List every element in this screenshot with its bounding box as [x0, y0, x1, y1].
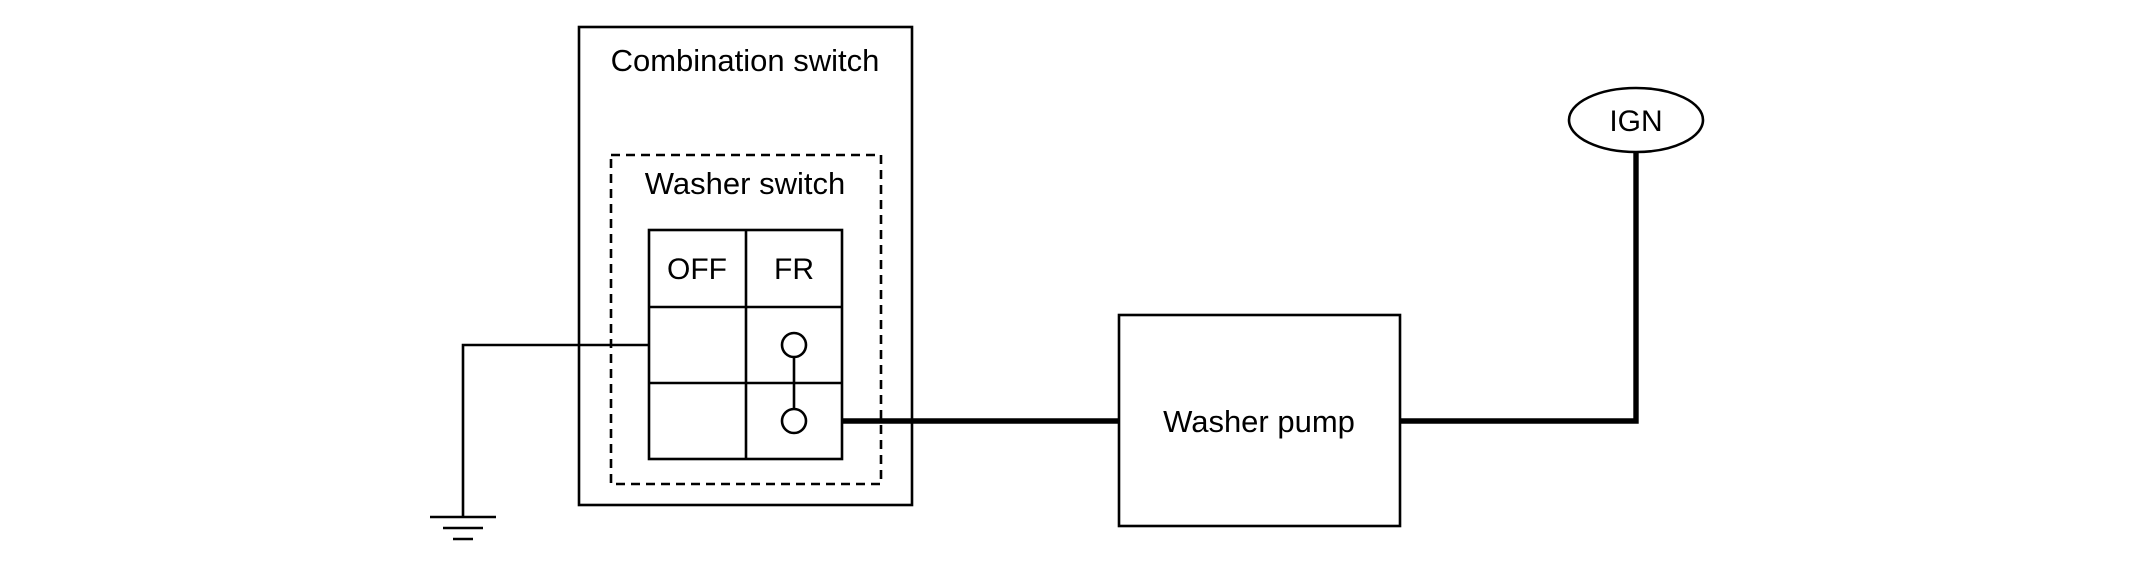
ground-circuit — [430, 343, 649, 541]
combination-switch: Combination switch — [577, 25, 914, 507]
ign-label: IGN — [1609, 105, 1662, 138]
ign-ellipse — [1567, 86, 1705, 154]
washer-switch: Washer switch OFF FR — [609, 153, 883, 486]
ground-icon — [430, 515, 496, 541]
ground-wire — [461, 343, 649, 517]
washer-switch-label: Washer switch — [645, 166, 845, 201]
combination-switch-label: Combination switch — [611, 43, 880, 78]
switch-position-off: OFF — [667, 253, 727, 286]
ign-power-source: IGN — [1567, 86, 1705, 154]
switch-position-table: OFF FR — [647, 228, 844, 461]
fr-contact-lower — [780, 407, 808, 435]
washer-switch-box — [609, 153, 883, 486]
washer-pump: Washer pump — [1117, 313, 1402, 528]
switch-position-fr: FR — [774, 253, 814, 286]
washer-pump-label: Washer pump — [1163, 404, 1355, 439]
fr-contact-upper — [780, 331, 808, 359]
pump-to-ign-wire — [1400, 151, 1639, 424]
combination-switch-box — [577, 25, 914, 507]
